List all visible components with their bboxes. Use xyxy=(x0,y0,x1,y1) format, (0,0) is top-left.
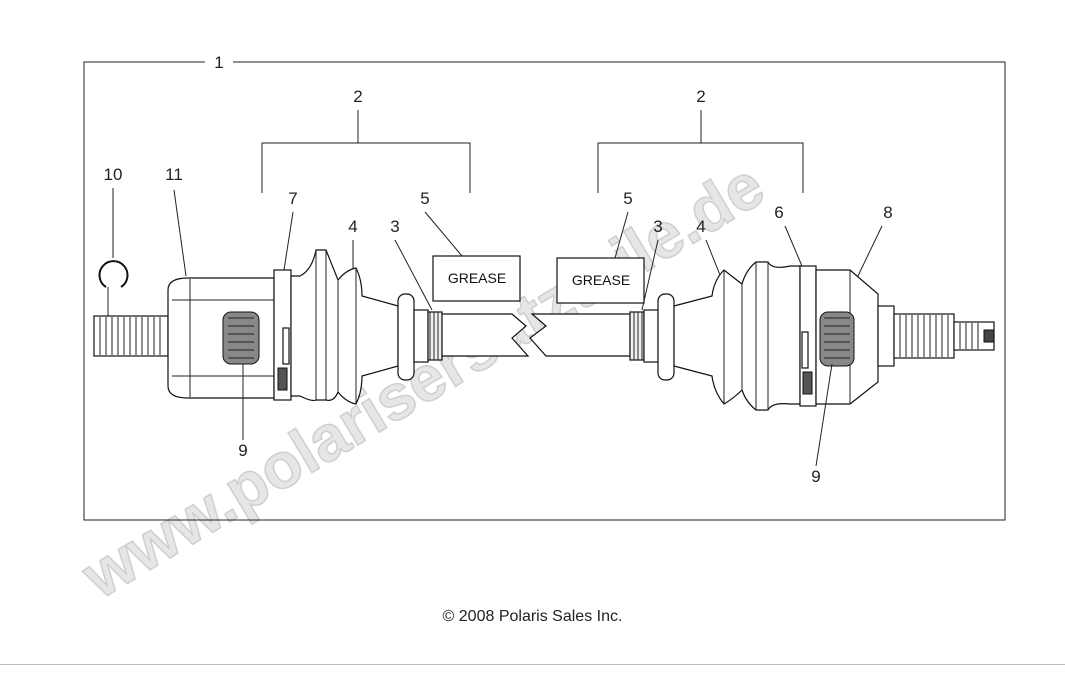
inner-cv-housing xyxy=(167,277,275,399)
leader-9-right xyxy=(815,363,833,467)
inner-boot-clamp xyxy=(273,269,292,401)
leader-6 xyxy=(784,225,803,267)
callout-1: 1 xyxy=(214,53,223,72)
leader-8 xyxy=(855,225,883,281)
callout-9-right: 9 xyxy=(811,467,820,486)
bottom-divider xyxy=(0,664,1065,665)
grease-label-right: GREASE xyxy=(572,272,630,288)
right-spline-stub xyxy=(893,313,995,359)
leader-5-left xyxy=(424,211,463,257)
leader-3-left xyxy=(394,239,433,311)
outer-cv-joint xyxy=(815,269,895,405)
callout-3-left: 3 xyxy=(390,217,399,236)
callout-6: 6 xyxy=(774,203,783,222)
leader-11 xyxy=(173,189,187,277)
leader-4-right xyxy=(705,239,723,281)
callout-7: 7 xyxy=(288,189,297,208)
right-small-boot-clamp xyxy=(629,293,675,381)
bracket-2-right xyxy=(597,110,804,193)
leader-3-right xyxy=(641,239,659,311)
left-small-boot-clamp xyxy=(397,293,443,381)
callout-8: 8 xyxy=(883,203,892,222)
bracket-2-left xyxy=(261,110,471,193)
grease-label-left: GREASE xyxy=(448,270,506,286)
outer-cv-boot xyxy=(673,261,801,411)
callout-9-left: 9 xyxy=(238,441,247,460)
snap-ring xyxy=(98,260,129,288)
callout-11: 11 xyxy=(165,165,183,184)
callout-4-right: 4 xyxy=(696,217,705,236)
axle-shaft xyxy=(441,313,631,357)
callout-2-left: 2 xyxy=(353,87,362,106)
left-spline-stub xyxy=(93,315,169,357)
leader-7 xyxy=(283,211,294,271)
callout-5-left: 5 xyxy=(420,189,429,208)
callout-2-right: 2 xyxy=(696,87,705,106)
callout-10: 10 xyxy=(104,165,123,184)
copyright-notice: © 2008 Polaris Sales Inc. xyxy=(442,608,623,625)
callout-5-right: 5 xyxy=(623,189,632,208)
callout-3-right: 3 xyxy=(653,217,662,236)
leader-5-right xyxy=(614,211,629,259)
grease-box-right xyxy=(556,257,645,304)
callout-4-left: 4 xyxy=(348,217,357,236)
assembly-frame xyxy=(83,61,1006,521)
outer-boot-clamp xyxy=(799,265,817,407)
grease-box-left xyxy=(432,255,521,302)
